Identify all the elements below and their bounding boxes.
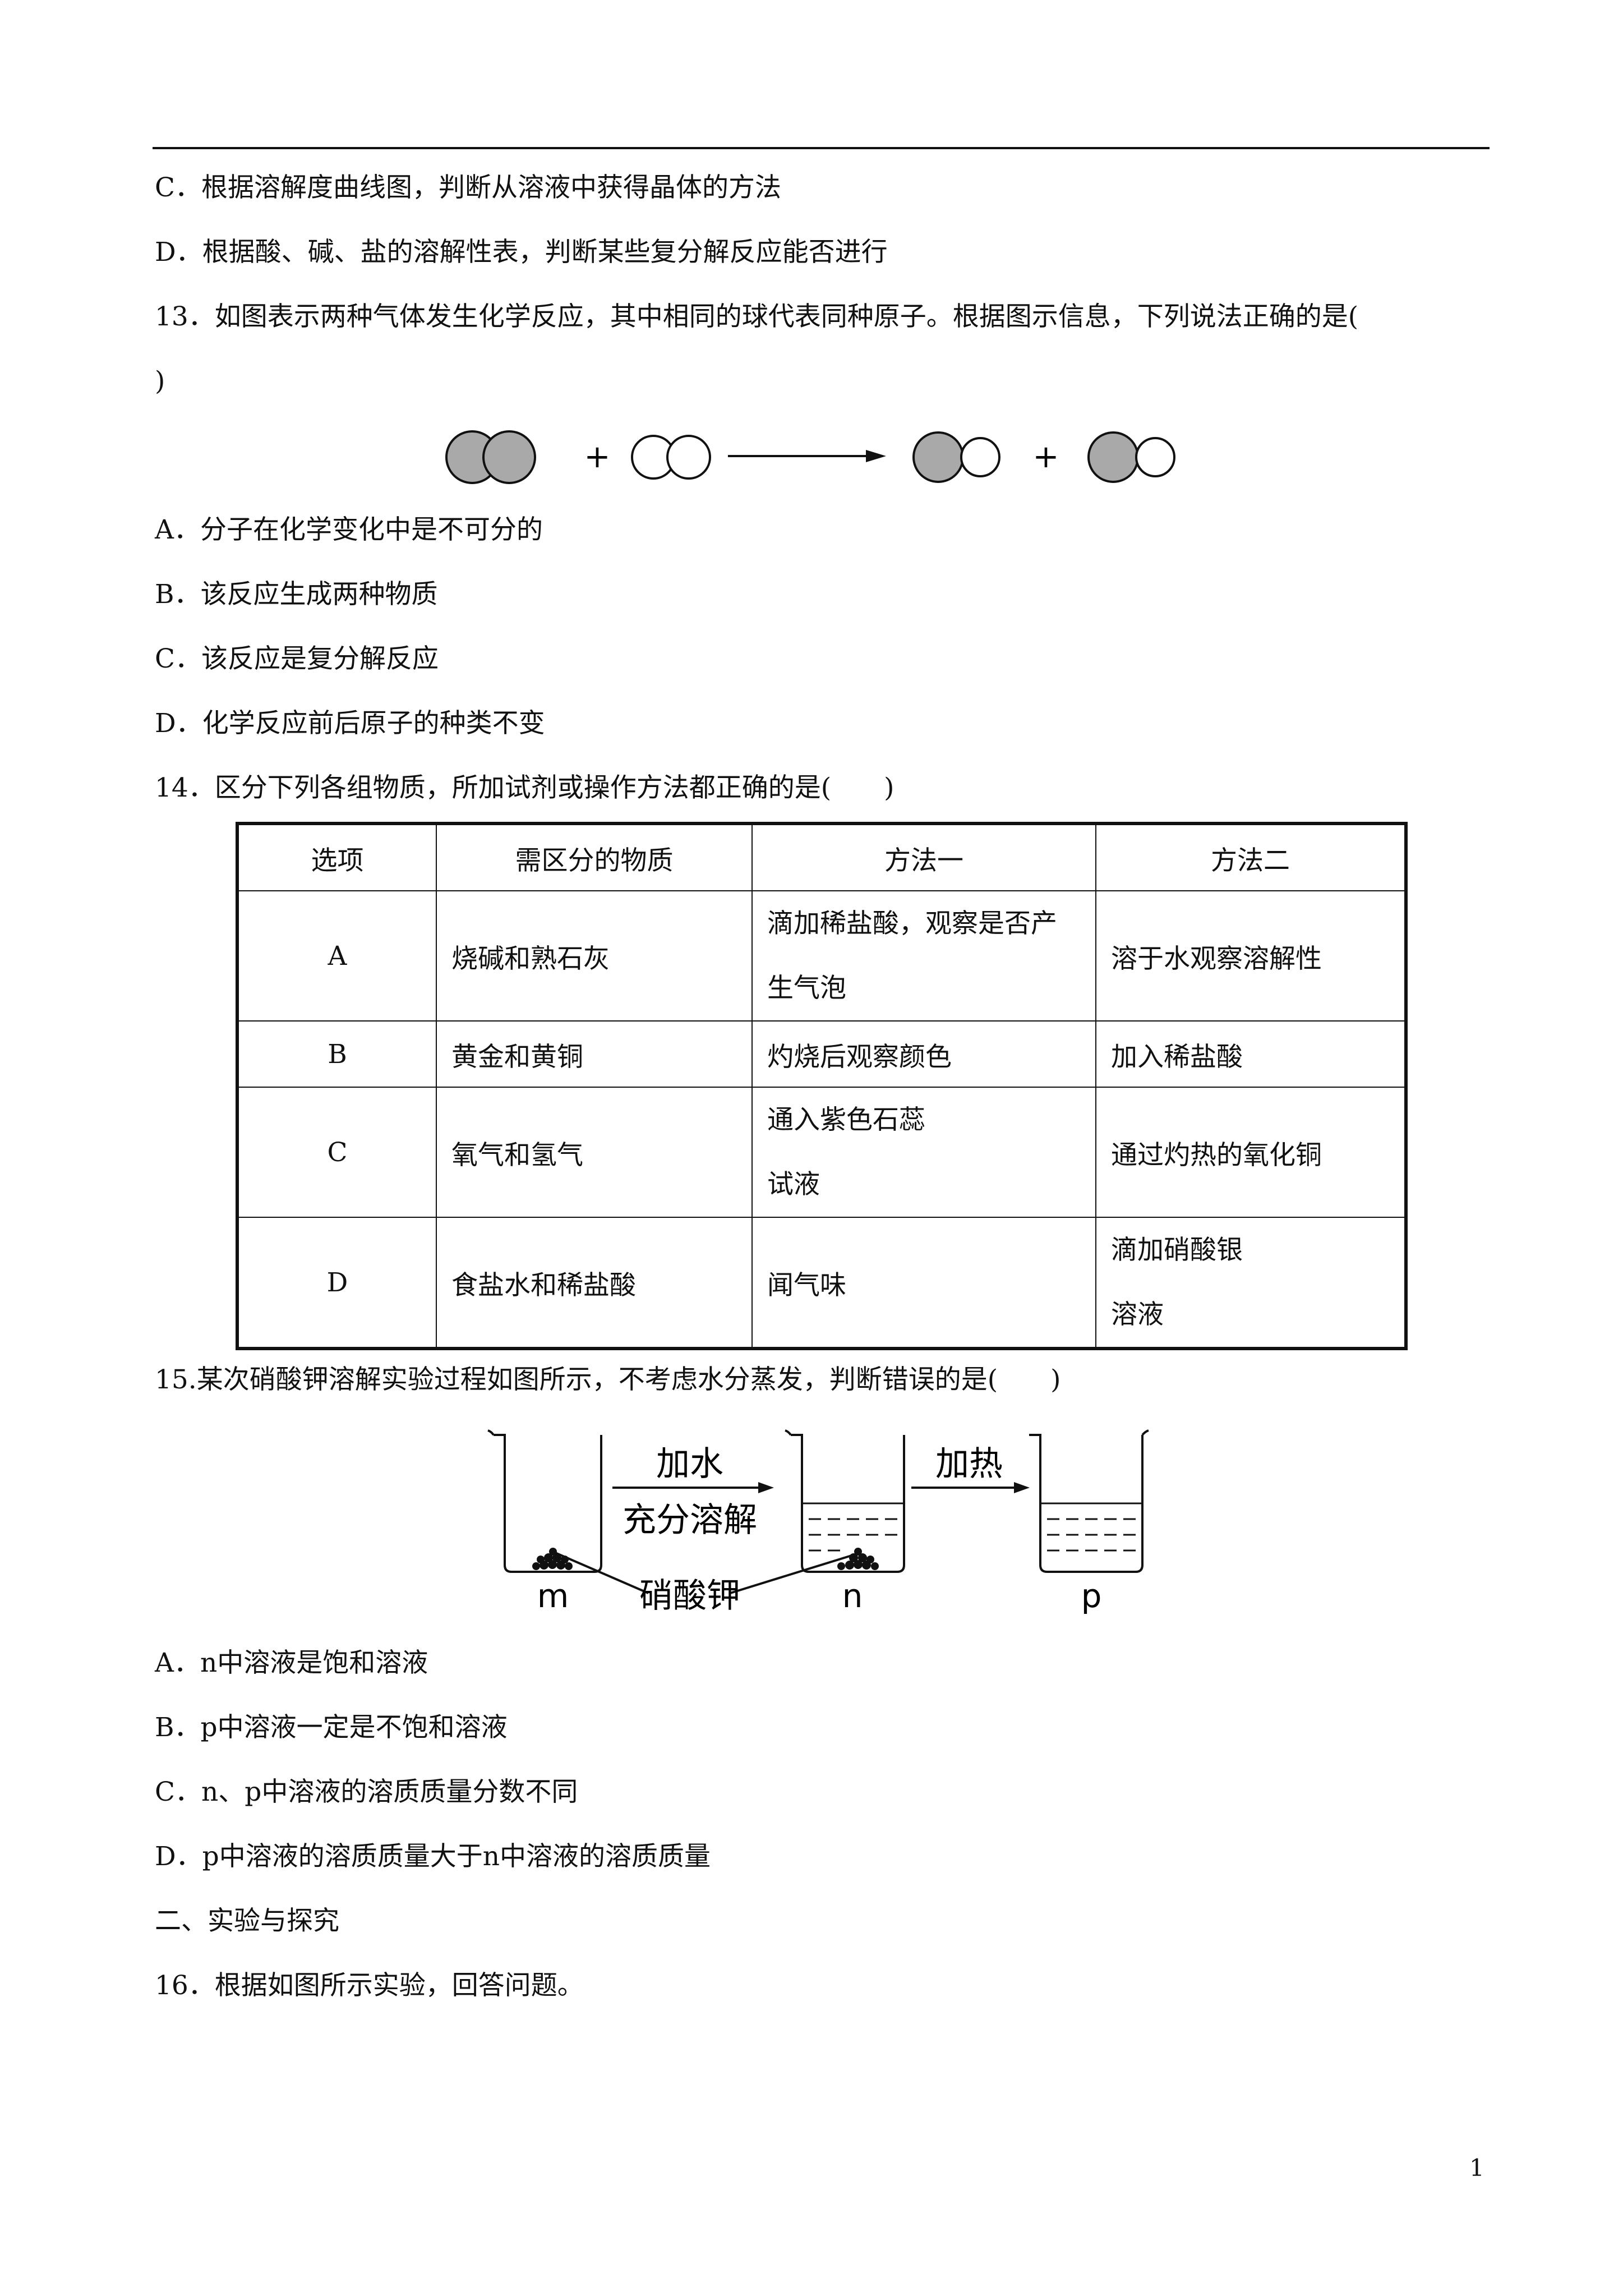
row-method-2: 通过灼热的氧化铜	[1095, 1087, 1407, 1218]
q13-option-d: D．化学反应前后原子的种类不变	[155, 708, 545, 739]
row-substances: 食盐水和稀盐酸	[436, 1217, 753, 1349]
pointer-line-m	[555, 1552, 649, 1594]
label-p: p	[1081, 1577, 1102, 1615]
row-method-1: 滴加稀盐酸，观察是否产 生气泡	[751, 890, 1096, 1022]
beaker-m	[487, 1429, 602, 1573]
reactant-molecule-1	[445, 430, 536, 484]
reaction-diagram: + +	[445, 430, 1175, 484]
cell-line: 滴加硝酸银	[1111, 1235, 1243, 1266]
plus-sign-1: +	[584, 439, 611, 475]
q15-option-d: D．p中溶液的溶质质量大于n中溶液的溶质质量	[155, 1841, 711, 1872]
header-substances: 需区分的物质	[436, 823, 753, 891]
row-option: A	[237, 890, 437, 1022]
label-heat: 加热	[935, 1444, 1003, 1484]
row-option: B	[237, 1020, 437, 1088]
pointer-line-n	[730, 1553, 857, 1594]
solute-pile-n	[837, 1548, 879, 1570]
q13-option-b: B．该反应生成两种物质	[155, 579, 438, 610]
header-rule	[153, 147, 1490, 149]
q15-option-c: C．n、p中溶液的溶质质量分数不同	[155, 1777, 578, 1807]
q12-option-c: C．根据溶解度曲线图，判断从溶液中获得晶体的方法	[155, 172, 781, 203]
cell-line: 通入紫色石蕊	[767, 1105, 925, 1135]
q15-stem: 15.某次硝酸钾溶解实验过程如图所示，不考虑水分蒸发，判断错误的是( )	[155, 1364, 1061, 1395]
q13-stem-close: )	[155, 366, 165, 397]
label-potassium-nitrate: 硝酸钾	[639, 1576, 740, 1616]
page-number: 1	[1469, 2154, 1484, 2182]
row-substances: 氧气和氢气	[436, 1087, 753, 1218]
cell-line: 试液	[767, 1169, 820, 1200]
label-add-water: 加水	[656, 1444, 723, 1484]
product-molecule-2	[1087, 431, 1175, 483]
section-heading: 二、实验与探究	[155, 1906, 339, 1936]
beaker-p	[1029, 1429, 1149, 1573]
q13-option-c: C．该反应是复分解反应	[155, 643, 439, 674]
row-method-1: 灼烧后观察颜色	[751, 1020, 1096, 1088]
row-method-2: 溶于水观察溶解性	[1095, 890, 1407, 1022]
table-header-row: 选项 需区分的物质 方法一 方法二	[237, 823, 1407, 891]
reactant-molecule-2	[631, 435, 711, 480]
row-method-1: 通入紫色石蕊 试液	[751, 1087, 1096, 1218]
q13-stem: 13．如图表示两种气体发生化学反应，其中相同的球代表同种原子。根据图示信息，下列…	[155, 301, 1359, 332]
reaction-arrow	[728, 450, 886, 462]
plus-sign-2: +	[1033, 439, 1059, 475]
row-option: C	[237, 1087, 437, 1218]
row-method-2: 滴加硝酸银 溶液	[1095, 1217, 1407, 1349]
row-substances: 黄金和黄铜	[436, 1020, 753, 1088]
table-row: D 食盐水和稀盐酸 闻气味 滴加硝酸银 溶液	[237, 1217, 1407, 1349]
header-option: 选项	[237, 823, 437, 891]
product-molecule-1	[912, 431, 1000, 483]
cell-line: 滴加稀盐酸，观察是否产	[767, 908, 1057, 939]
comparison-table: 选项 需区分的物质 方法一 方法二 A 烧碱和熟石灰 滴加稀盐酸，观察是否产 生…	[236, 822, 1408, 1350]
solute-pile-m	[532, 1548, 573, 1570]
row-method-1: 闻气味	[751, 1217, 1096, 1349]
beaker-figure: 加水 充分溶解 加热 硝酸钾 m n p	[487, 1429, 1149, 1616]
table-row: C 氧气和氢气 通入紫色石蕊 试液 通过灼热的氧化铜	[237, 1087, 1407, 1218]
cell-line: 溶液	[1111, 1299, 1164, 1330]
label-dissolve: 充分溶解	[623, 1501, 757, 1540]
table-row: A 烧碱和熟石灰 滴加稀盐酸，观察是否产 生气泡 溶于水观察溶解性	[237, 890, 1407, 1022]
header-method-1: 方法一	[751, 823, 1096, 891]
q16-stem: 16．根据如图所示实验，回答问题。	[155, 1970, 584, 2001]
header-method-2: 方法二	[1095, 823, 1407, 891]
row-method-2: 加入稀盐酸	[1095, 1020, 1407, 1088]
q12-option-d: D．根据酸、碱、盐的溶解性表，判断某些复分解反应能否进行	[155, 237, 888, 268]
row-option: D	[237, 1217, 437, 1349]
row-substances: 烧碱和熟石灰	[436, 890, 753, 1022]
label-m: m	[537, 1577, 569, 1615]
q14-stem: 14．区分下列各组物质，所加试剂或操作方法都正确的是( )	[155, 772, 895, 803]
q13-option-a: A．分子在化学变化中是不可分的	[155, 514, 543, 545]
q15-option-b: B．p中溶液一定是不饱和溶液	[155, 1712, 508, 1743]
table-row: B 黄金和黄铜 灼烧后观察颜色 加入稀盐酸	[237, 1020, 1407, 1088]
beaker-n	[785, 1429, 905, 1573]
label-n: n	[842, 1577, 863, 1615]
q15-option-a: A．n中溶液是饱和溶液	[155, 1648, 428, 1678]
cell-line: 生气泡	[767, 973, 846, 1004]
